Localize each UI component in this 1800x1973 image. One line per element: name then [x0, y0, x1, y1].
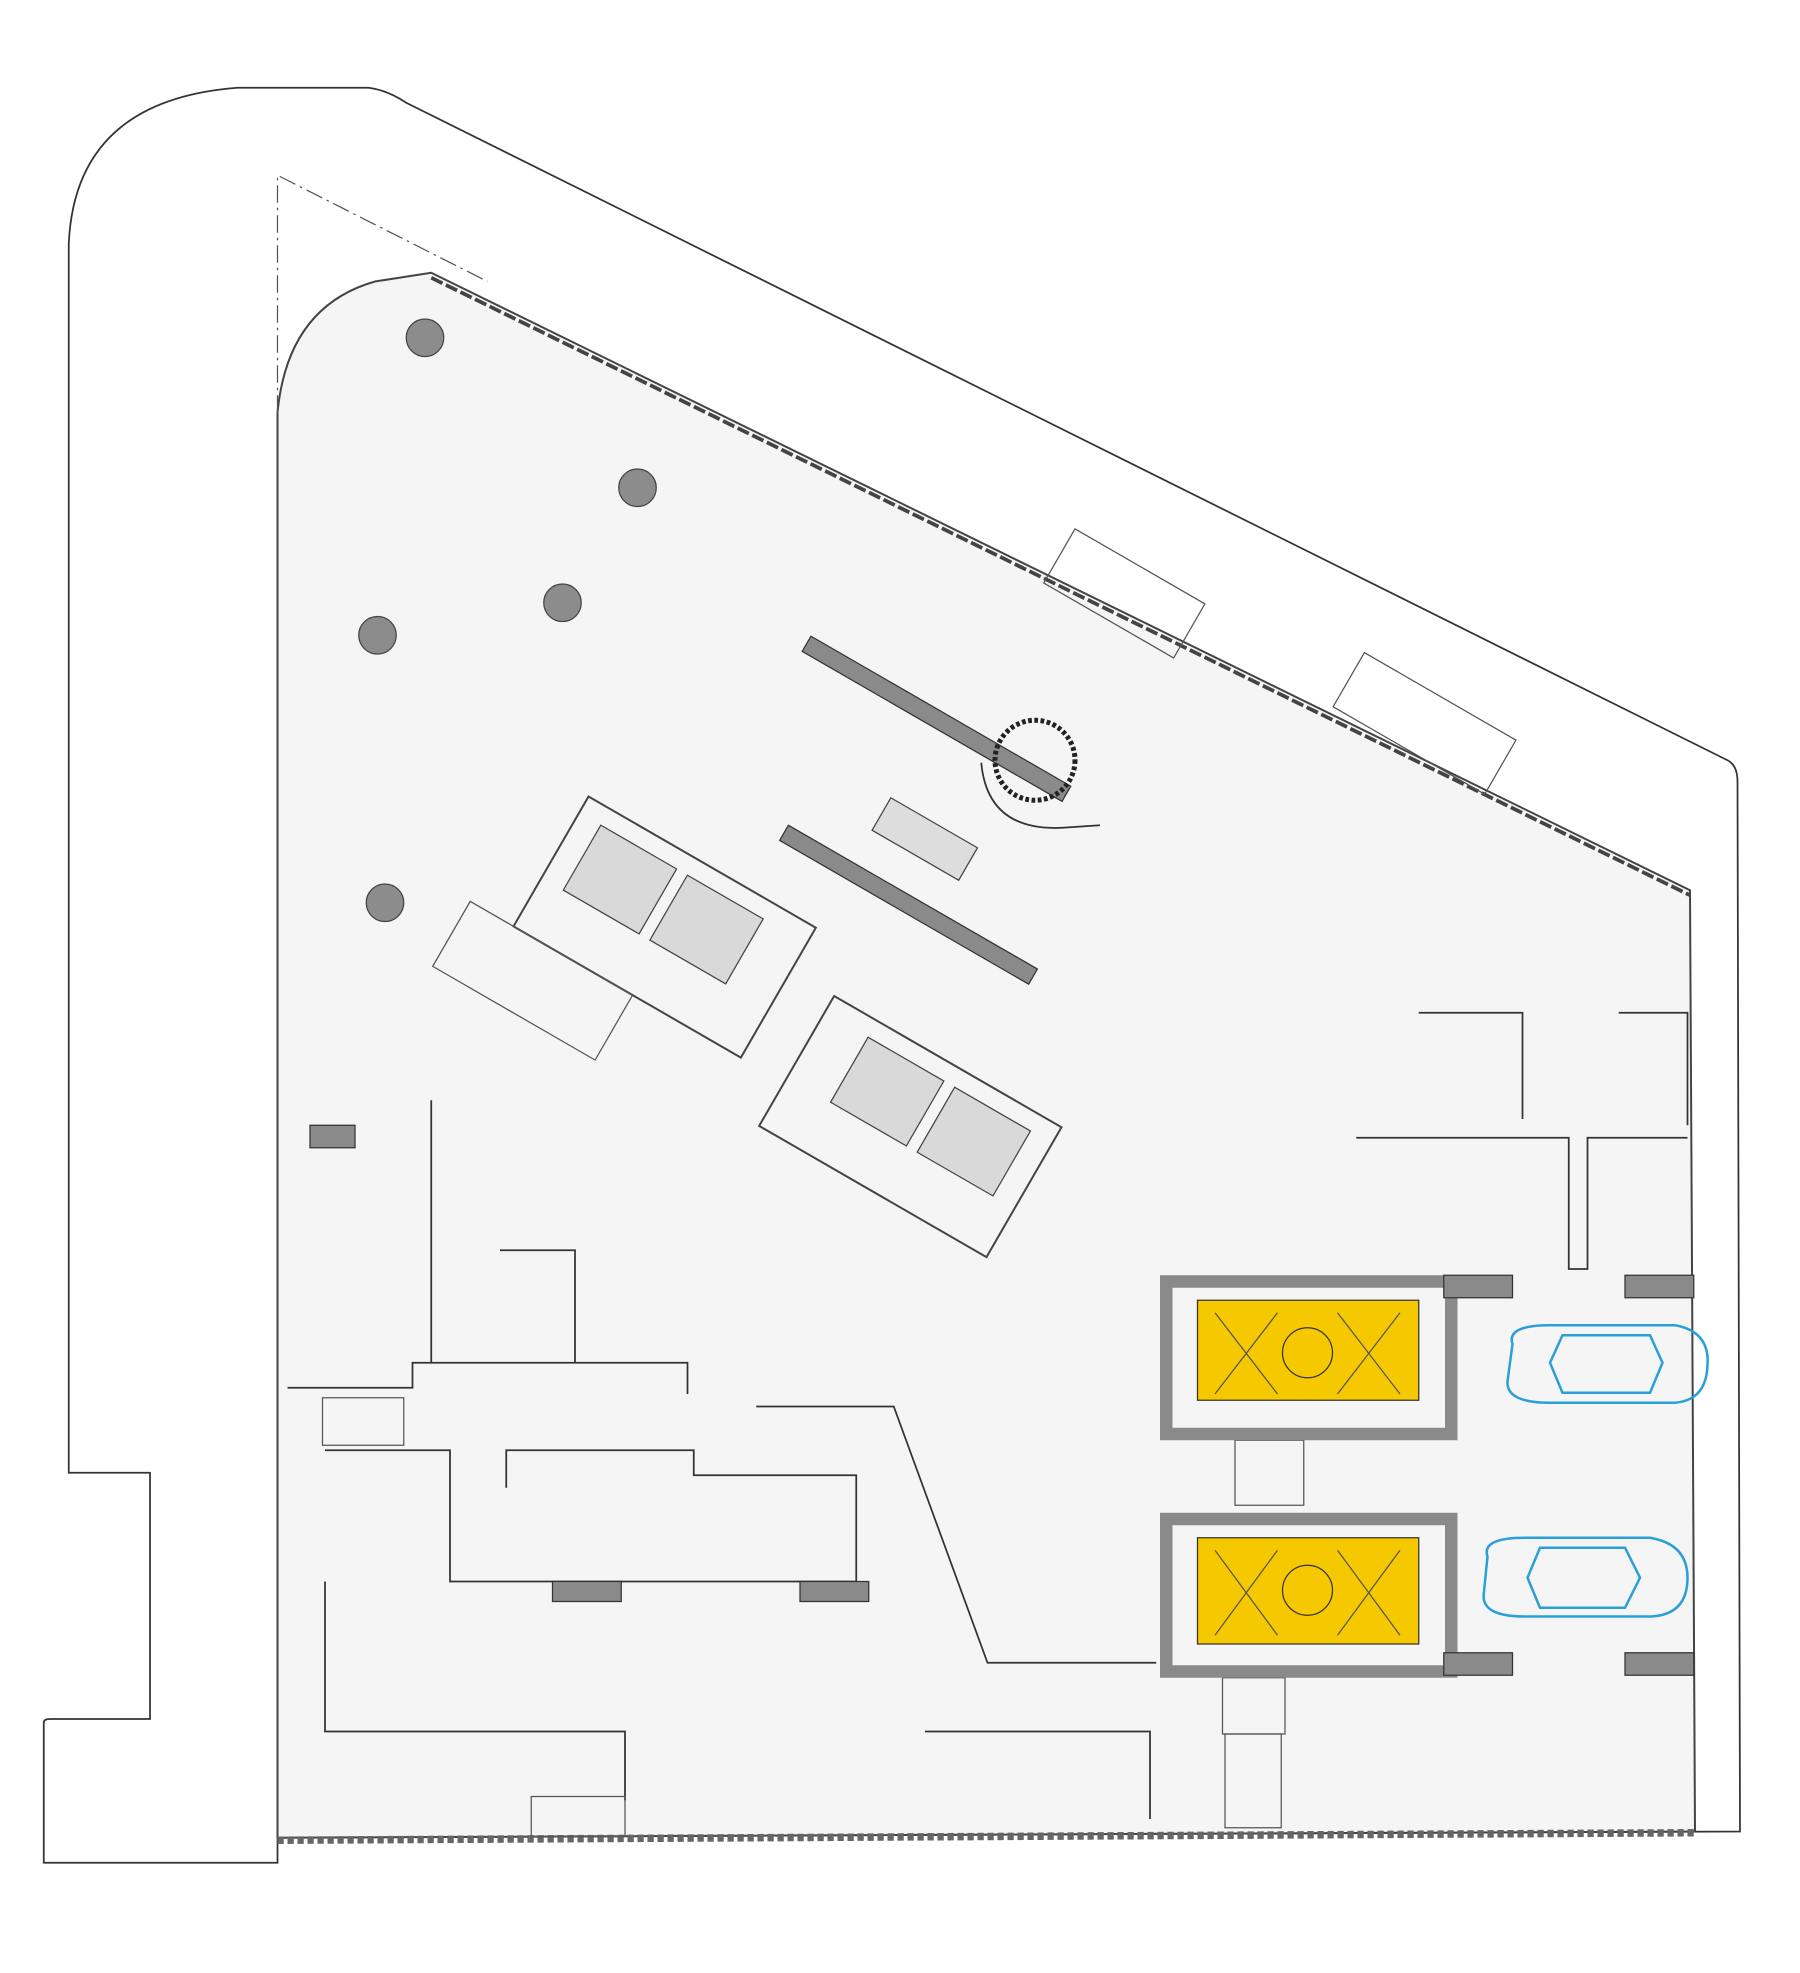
building-outline	[276, 271, 1697, 1839]
columns	[358, 318, 657, 923]
wall-block	[309, 1124, 356, 1149]
lobby-wall	[778, 824, 1039, 986]
room-wall	[925, 1730, 1151, 1819]
tree-icon	[992, 717, 1078, 803]
platform-cross	[1214, 1549, 1401, 1636]
lobby-wall	[801, 635, 1072, 803]
central-core	[431, 527, 1517, 1259]
wall-block	[1443, 1652, 1514, 1676]
lift-car	[649, 874, 765, 985]
column	[405, 318, 445, 358]
lift-platform	[1196, 1299, 1420, 1401]
lift-platform	[1196, 1537, 1420, 1645]
courtyard-planter	[980, 762, 1101, 829]
lift-car	[562, 824, 678, 935]
column	[358, 615, 397, 655]
column	[543, 583, 582, 623]
lower-rooms	[287, 1100, 1305, 1838]
stair	[431, 900, 634, 1061]
wall-block	[1443, 1274, 1514, 1299]
facade-diagonal	[430, 276, 1691, 897]
room-wall	[430, 1100, 576, 1363]
room-wall	[756, 1405, 1157, 1664]
stair	[1332, 651, 1517, 796]
stair	[1042, 527, 1206, 659]
stair	[321, 1397, 405, 1446]
door	[1224, 1733, 1282, 1829]
wall-block	[799, 1580, 870, 1603]
turntable	[1281, 1327, 1334, 1379]
room-wall	[324, 1581, 626, 1801]
room-wall	[1356, 1011, 1689, 1270]
garage-walls	[1356, 1011, 1695, 1676]
wall-block	[551, 1580, 622, 1603]
wall-block	[1624, 1274, 1695, 1299]
car-icon	[1506, 1324, 1709, 1404]
platform-cross	[1214, 1312, 1401, 1395]
wall-block	[1624, 1652, 1695, 1676]
site-boundary	[42, 86, 1741, 1864]
car-lift-1	[1160, 1275, 1458, 1441]
room-wall	[325, 1449, 858, 1583]
setback-line	[276, 174, 488, 413]
turntable	[1281, 1564, 1334, 1616]
car-icon	[1482, 1536, 1689, 1618]
room-wall	[287, 1361, 689, 1394]
facade-bottom	[277, 1829, 1696, 1844]
car-lift-2	[1160, 1512, 1458, 1678]
column	[365, 883, 405, 923]
lift-car	[829, 1036, 945, 1147]
lobby-bench	[871, 796, 979, 882]
stair	[530, 1795, 626, 1838]
column	[618, 468, 657, 508]
lift-car	[916, 1086, 1032, 1197]
